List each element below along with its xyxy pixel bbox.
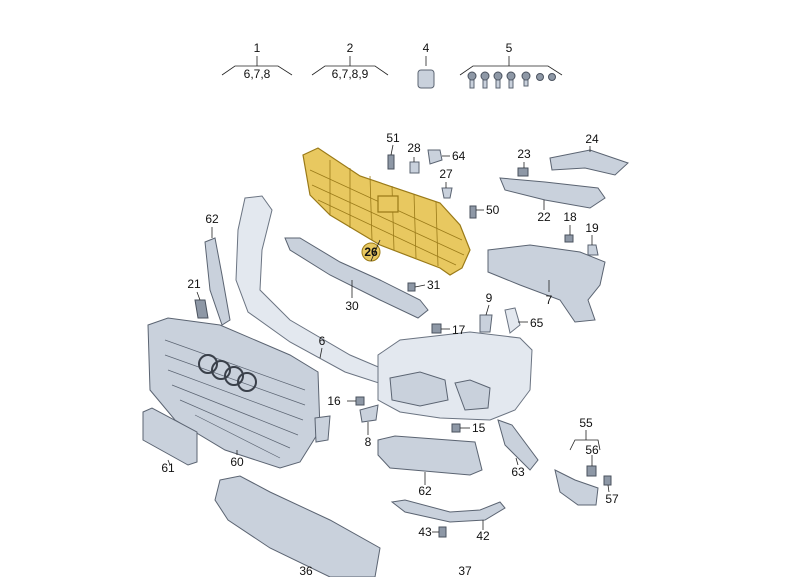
callout-17: 17 — [452, 323, 466, 337]
callout-36: 36 — [299, 564, 313, 577]
part-24-trim — [549, 149, 629, 176]
part-62-side-trim — [204, 237, 231, 326]
callout-15: 15 — [472, 421, 486, 435]
callout-8: 8 — [365, 435, 372, 449]
callout-6: 6 — [319, 334, 326, 348]
callout-22: 22 — [537, 210, 551, 224]
part-57-clip — [603, 475, 612, 486]
part-50-screw — [469, 205, 477, 219]
part-7-side-bracket — [487, 244, 606, 323]
callout-26: 26 — [364, 245, 378, 259]
callout-27: 27 — [439, 167, 453, 181]
part-30-reinforcement — [284, 237, 429, 319]
part-5-fasteners — [467, 71, 556, 89]
part-28-nut — [409, 161, 420, 174]
part-21-clip — [194, 299, 209, 319]
part-60-radiator-grille — [147, 317, 321, 469]
header-group-1: 1 6,7,8 — [221, 41, 293, 81]
callout-42: 42 — [476, 529, 490, 543]
fog-light-opening — [389, 371, 449, 407]
part-61-plate-bracket — [142, 407, 198, 466]
callout-37: 37 — [458, 564, 472, 577]
callout-21: 21 — [187, 277, 201, 291]
header-number-2: 2 — [347, 41, 354, 55]
part-64-clip — [427, 149, 443, 165]
callout-43: 43 — [418, 525, 432, 539]
part-62-lower-grille — [377, 435, 483, 476]
callout-30: 30 — [345, 299, 359, 313]
callout-50: 50 — [486, 203, 500, 217]
callout-60: 60 — [230, 455, 244, 469]
callout-28: 28 — [407, 141, 421, 155]
part-60-side-tab — [314, 415, 331, 443]
callout-9: 9 — [486, 291, 493, 305]
part-9-clip — [479, 314, 493, 333]
part-55-tow-cover — [554, 469, 599, 506]
leader-lines — [167, 144, 610, 533]
part-4-grommet — [417, 69, 435, 89]
part-15-screw — [451, 423, 461, 433]
part-27-clip — [441, 187, 453, 199]
callout-51: 51 — [386, 131, 400, 145]
part-17-screw — [431, 323, 442, 334]
callout-18: 18 — [563, 210, 577, 224]
part-36-undertray — [214, 475, 381, 577]
callout-62-upper: 62 — [205, 212, 219, 226]
part-22-bracket — [499, 177, 606, 209]
callout-57: 57 — [605, 492, 619, 506]
callout-31: 31 — [427, 278, 441, 292]
callout-56: 56 — [585, 443, 599, 457]
fog-light-opening-inner — [454, 379, 491, 411]
callout-16: 16 — [327, 394, 341, 408]
part-26-grille-insert — [302, 147, 471, 276]
part-16-nut — [355, 396, 365, 406]
part-42-trim-strip — [390, 499, 506, 523]
part-8-bracket — [359, 404, 379, 423]
callout-23: 23 — [517, 147, 531, 161]
callout-64: 64 — [452, 149, 466, 163]
part-63-trim-strip — [497, 419, 539, 471]
header-number-4: 4 — [423, 41, 430, 55]
callout-19: 19 — [585, 221, 599, 235]
part-23-clip — [517, 167, 529, 177]
header-sub-2: 6,7,8,9 — [332, 67, 369, 81]
header-number-5: 5 — [506, 41, 513, 55]
part-43-screw — [438, 526, 447, 538]
callout-7: 7 — [546, 293, 553, 307]
header-group-5: 5 — [459, 41, 563, 89]
callout-65: 65 — [530, 316, 544, 330]
part-51-bolt — [387, 154, 395, 170]
header-group-2: 2 6,7,8,9 — [311, 41, 389, 81]
header-group-4: 4 — [417, 41, 435, 89]
callout-55: 55 — [579, 416, 593, 430]
part-31-screw — [407, 282, 416, 292]
header-number-1: 1 — [254, 41, 261, 55]
callout-63: 63 — [511, 465, 525, 479]
header-sub-1: 6,7,8 — [244, 67, 271, 81]
part-56-screw — [586, 465, 597, 477]
callout-61: 61 — [161, 461, 175, 475]
part-19-clip — [587, 244, 599, 256]
callout-62-lower: 62 — [418, 484, 432, 498]
part-65-cap — [504, 307, 521, 334]
callout-labels: 51 28 64 27 50 24 23 22 18 19 26 62 21 3… — [161, 131, 619, 577]
callout-24: 24 — [585, 132, 599, 146]
part-18-screw — [564, 234, 574, 243]
